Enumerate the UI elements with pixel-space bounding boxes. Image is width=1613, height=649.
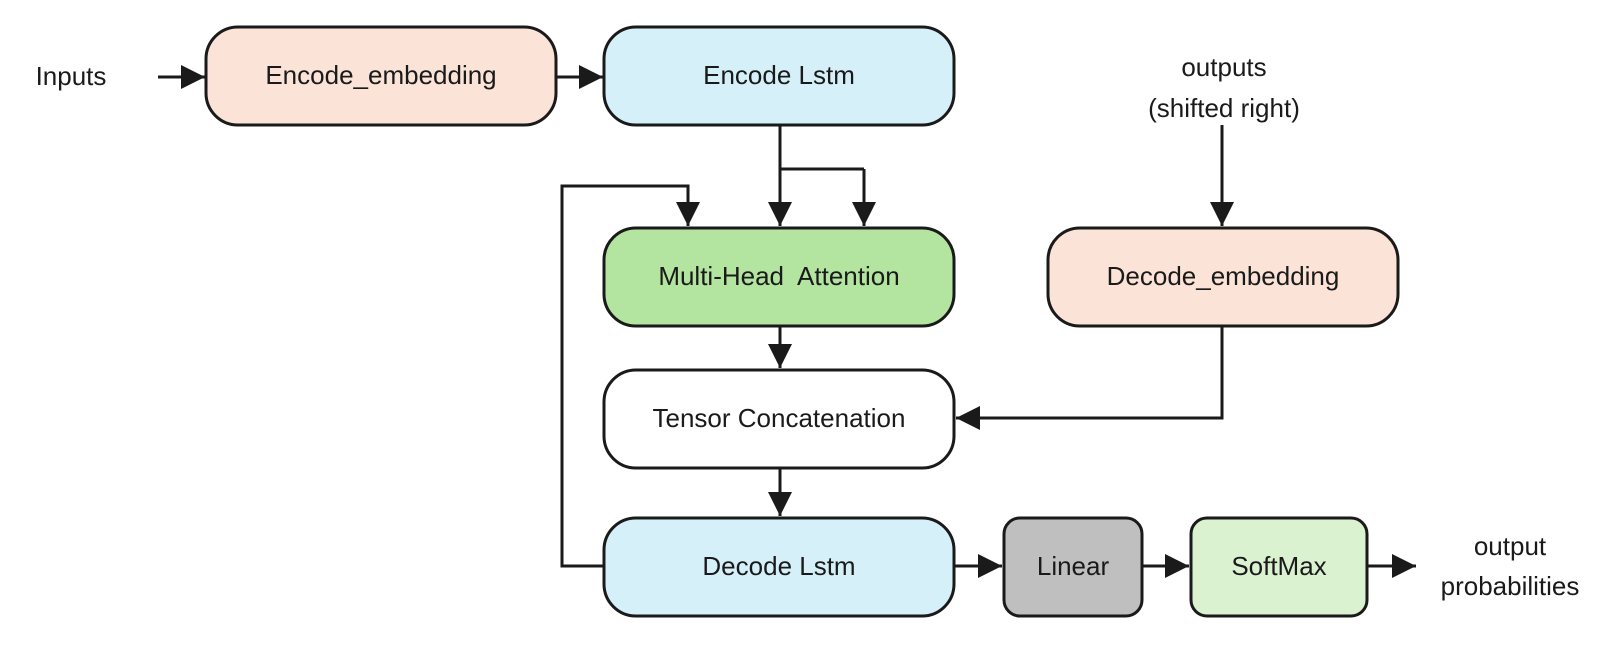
output-probabilities-label-line2: probabilities [1441, 571, 1580, 601]
linear-label: Linear [1037, 551, 1110, 581]
softmax-box [1189, 516, 1369, 618]
output-probabilities-label-line1: output [1474, 531, 1547, 561]
inputs-label: Inputs [36, 61, 107, 91]
decode-embedding-box [1046, 226, 1400, 328]
linear-box [1002, 516, 1144, 618]
encode-lstm-box [602, 25, 956, 127]
encode-embedding-box [204, 25, 558, 127]
node-linear: Linear [1002, 516, 1144, 618]
node-decode-lstm: Decode Lstm [602, 516, 956, 618]
node-softmax: SoftMax [1189, 516, 1369, 618]
outputs-label-line1: outputs [1181, 52, 1266, 82]
decode-embedding-label: Decode_embedding [1107, 261, 1340, 291]
tensor-concatenation-label: Tensor Concatenation [653, 403, 906, 433]
node-tensor-concatenation: Tensor Concatenation [602, 368, 956, 470]
node-encode-lstm: Encode Lstm [602, 25, 956, 127]
encode-embedding-label: Encode_embedding [265, 60, 496, 90]
multi-head-attention-box [602, 226, 956, 328]
outputs-label-line2: (shifted right) [1148, 93, 1300, 123]
edge-decode-lstm-feedback-to-attention [560, 184, 700, 568]
softmax-label: SoftMax [1231, 551, 1326, 581]
edges [158, 65, 1416, 578]
node-multi-head-attention: Multi-Head Attention [602, 226, 956, 328]
node-encode-embedding: Encode_embedding [204, 25, 558, 127]
multi-head-attention-label: Multi-Head Attention [658, 261, 899, 291]
decode-lstm-box [602, 516, 956, 618]
edge-decode-embedding-to-concatenation [956, 327, 1224, 430]
decode-lstm-label: Decode Lstm [702, 551, 855, 581]
tensor-concatenation-box [602, 368, 956, 470]
encode-lstm-label: Encode Lstm [703, 60, 855, 90]
node-decode-embedding: Decode_embedding [1046, 226, 1400, 328]
